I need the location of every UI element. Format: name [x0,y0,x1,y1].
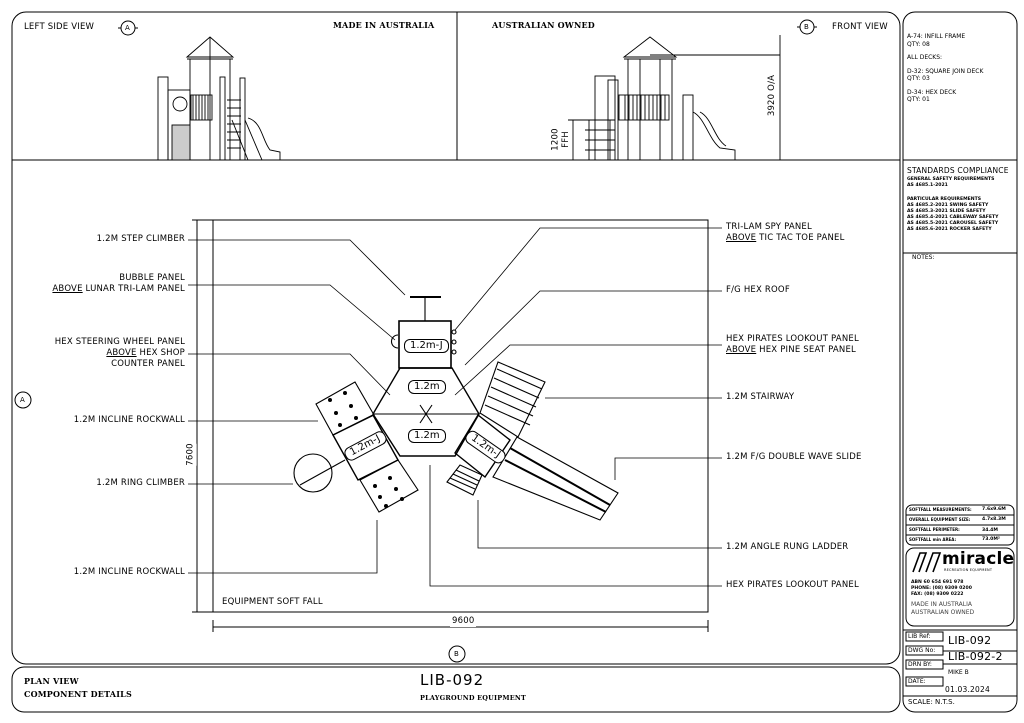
softfall-perimeter-label: SOFTFALL PERIMETER: [909,527,960,532]
australian-owned: AUSTRALIAN OWNED [492,20,595,30]
label-incline-rockwall-2: 1.2M INCLINE ROCKWALL [73,567,185,577]
dwg-no-value: LIB-092-2 [948,650,1003,663]
equipment-size-label: OVERALL EQUIPMENT SIZE: [909,517,971,522]
notes-label: NOTES: [912,254,935,261]
deck-label: 1.2m-J [404,339,449,353]
plan-marker-a: A [20,396,25,404]
miracle-logo: miracle [942,549,1015,569]
front-view-title: FRONT VIEW [832,22,888,32]
date-label: DATE: [908,678,926,685]
label-angle-rung-ladder: 1.2M ANGLE RUNG LADDER [726,542,849,552]
label-incline-rockwall-1: 1.2M INCLINE ROCKWALL [73,415,185,425]
standards-title: STANDARDS COMPLIANCE [907,166,1009,175]
drawn-by-value: MIKE B [948,669,969,676]
left-elevation [157,36,281,161]
dwg-no-label: DWG No: [908,647,936,654]
drawn-by-label: DRN BY: [908,661,932,668]
label-ring-climber: 1.2M RING CLIMBER [96,478,185,488]
softfall-measurements-value: 7.6x9.6M [982,507,1006,512]
equipment-size-value: 4.7x8.3M [982,517,1006,522]
label-hex-roof: F/G HEX ROOF [726,285,790,295]
title-description: PLAYGROUND EQUIPMENT [420,694,527,702]
left-side-view-title: LEFT SIDE VIEW [24,22,95,32]
softfall-label: EQUIPMENT SOFT FALL [222,597,323,607]
logo-subtitle: RECREATION EQUIPMENT [944,568,993,572]
title-block-frame [11,666,901,713]
softfall-area-value: 73.0M² [982,537,1000,542]
title-component-details: COMPONENT DETAILS [24,689,132,699]
label-step-climber: 1.2M STEP CLIMBER [96,234,185,244]
softfall-boundary [212,219,709,613]
lib-ref-value: LIB-092 [948,634,992,647]
title-plan-view: PLAN VIEW [24,676,79,686]
section-marker-a: A [125,24,130,32]
softfall-area-label: SOFTFALL min AREA: [909,537,957,542]
front-elevation [568,35,781,161]
label-pirates-lookout-panel-2: HEX PIRATES LOOKOUT PANEL [726,580,859,590]
depth-dimension: 7600 [185,443,197,466]
deck-label: 1.2m [408,429,446,443]
width-dimension: 9600 [450,616,477,627]
title-code: LIB-092 [420,671,485,689]
label-stairway: 1.2M STAIRWAY [726,392,795,402]
deck-label: 1.2m [408,380,446,394]
drawing-frame [11,11,901,665]
label-double-wave-slide: 1.2M F/G DOUBLE WAVE SLIDE [726,452,862,462]
sidebar-frame [902,11,1018,713]
made-in-australia: MADE IN AUSTRALIA [333,20,435,30]
height-dimension: 3920 O/A [767,74,778,117]
leader-lines [188,227,722,587]
scale-label: SCALE: N.T.S. [908,698,955,706]
date-value: 01.03.2024 [945,685,990,694]
plan-structure [293,296,619,521]
ffh-label: FFH [560,131,571,148]
plan-marker-b: B [454,650,460,658]
softfall-perimeter-value: 34.4M [982,528,998,533]
section-marker-b: B [804,23,810,31]
softfall-measurements-label: SOFTFALL MEASUREMENTS: [909,507,972,512]
rockwall-holds [328,391,404,508]
lib-ref-label: LIB Ref: [908,633,931,640]
